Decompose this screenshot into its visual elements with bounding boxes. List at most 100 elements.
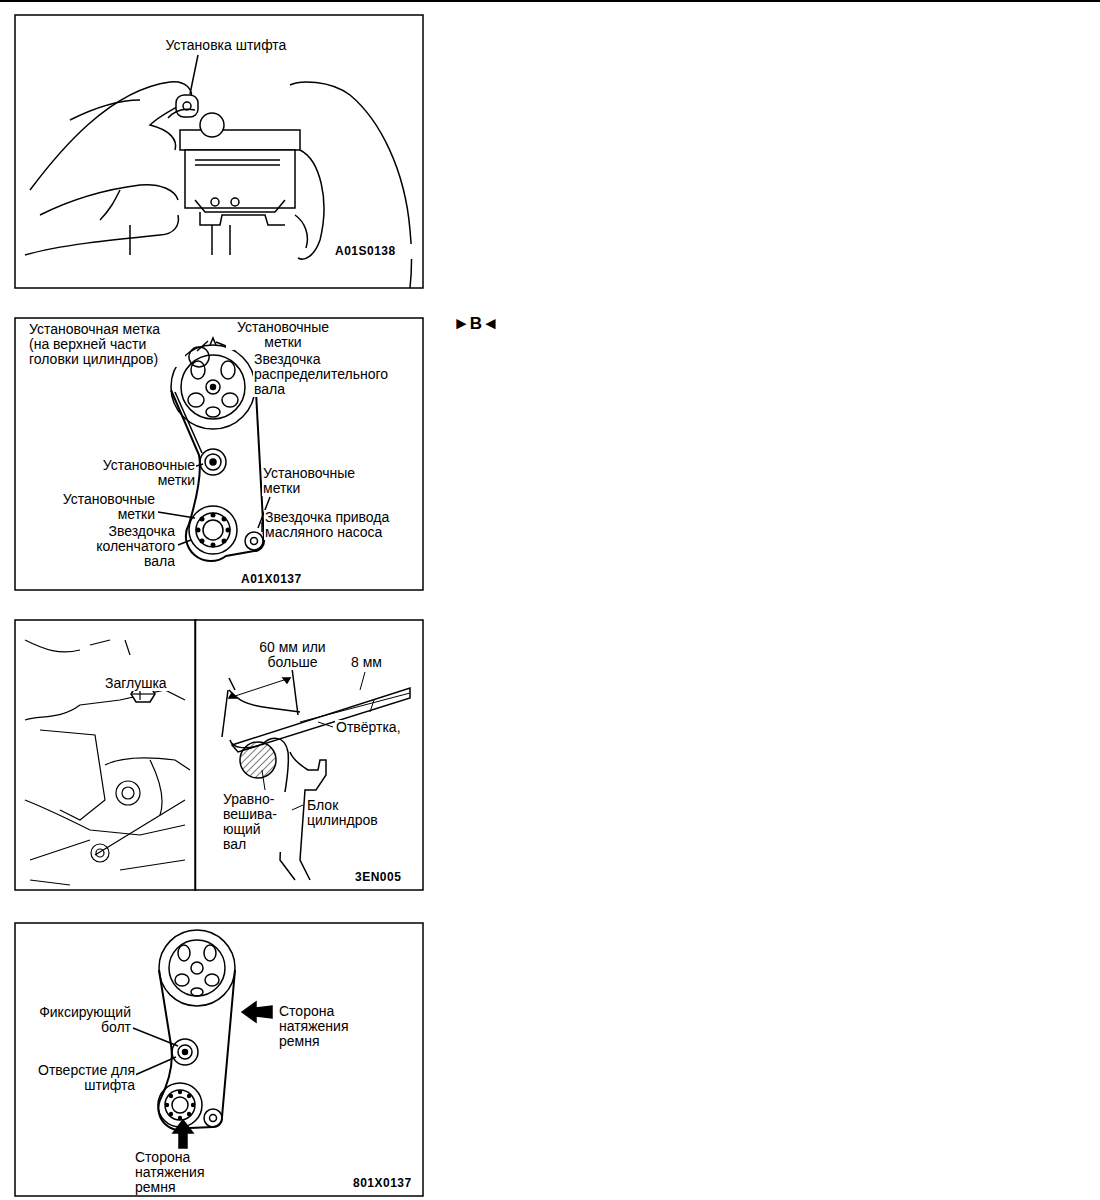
part-label: Отвёртка, (335, 720, 417, 735)
drawing-stroke (100, 190, 120, 220)
drawing-stroke (168, 109, 195, 118)
drawing-stroke (196, 528, 201, 533)
drawing-stroke (222, 539, 227, 544)
drawing-stroke (158, 970, 235, 1130)
drawing-stroke (221, 361, 235, 379)
drawing-stroke (292, 805, 303, 810)
drawing-stroke (135, 1057, 176, 1075)
drawing-stroke (200, 517, 205, 522)
drawing-stroke (116, 781, 140, 805)
part-label: Сторона натяжения ремня (134, 1150, 241, 1195)
drawing-stroke (318, 722, 333, 727)
drawing-stroke (283, 678, 290, 683)
drawing-stroke (242, 1002, 272, 1022)
engine-block-sketch (25, 640, 190, 885)
part-label: Фиксирующий болт (18, 1005, 132, 1035)
drawing-stroke (210, 338, 216, 345)
drawing-stroke (15, 923, 423, 1196)
part-label: Установочная метка (на верхней части гол… (28, 322, 185, 367)
drawing-stroke (175, 392, 202, 453)
drawing-stroke (172, 1039, 198, 1065)
figure-code: 3EN005 (354, 870, 416, 885)
drawing-stroke (206, 407, 220, 417)
drawing-stroke (197, 341, 208, 351)
part-label: Установочные метки (42, 492, 156, 522)
drawing-stroke (169, 940, 225, 996)
drawing-stroke (169, 1112, 173, 1116)
drawing-stroke (231, 198, 239, 206)
figure-code: A01S0138 (334, 244, 416, 259)
drawing-stroke (211, 198, 219, 206)
drawing-stroke (96, 849, 104, 857)
drawing-stroke (200, 539, 205, 544)
drawing-stroke (175, 974, 189, 986)
drawing-stroke (191, 988, 203, 996)
drawing-stroke (229, 678, 290, 698)
drawing-stroke (187, 1112, 191, 1116)
drawing-stroke (295, 215, 307, 248)
drawing-stroke (188, 393, 204, 407)
drawing-stroke (262, 770, 265, 790)
drawing-stroke (229, 693, 236, 698)
drawing-stroke (196, 513, 231, 548)
drawing-stroke (200, 113, 224, 137)
panel-frames (15, 15, 423, 1196)
drawing-stroke (229, 225, 231, 255)
part-label: Установка штифта (150, 38, 302, 53)
drawing-stroke (222, 393, 238, 407)
drawing-stroke (210, 1115, 217, 1122)
part-label: Отверстие для штифта (22, 1063, 136, 1093)
drawing-stroke (165, 1090, 195, 1120)
drawing-stroke (165, 1090, 195, 1120)
part-label: Сторона натяжения ремня (278, 1004, 385, 1049)
part-label: Установочные метки (262, 466, 379, 496)
drawing-stroke (203, 520, 223, 540)
part-label: Установочные метки (226, 320, 340, 350)
part-label: Установочные метки (82, 458, 196, 488)
drawing-stroke (245, 532, 263, 550)
drawing-stroke (191, 1103, 195, 1107)
drawing-stroke (205, 974, 219, 986)
drawing-stroke (211, 385, 216, 390)
drawing-stroke (40, 730, 105, 820)
part-label: Звездочка коленчатого вала (70, 524, 176, 569)
drawing-stroke (122, 787, 134, 799)
drawing-stroke (158, 512, 195, 518)
drawing-stroke (15, 620, 423, 890)
drawing-stroke (181, 1140, 183, 1146)
drawing-stroke (195, 200, 285, 212)
drawing-stroke (178, 540, 191, 545)
drawing-stroke (169, 1094, 173, 1098)
part-label: Заглушка (104, 676, 186, 691)
drawing-stroke (133, 1028, 178, 1046)
drawing-stroke (300, 693, 410, 722)
drawing-stroke (298, 150, 324, 259)
drawing-stroke (251, 538, 258, 545)
drawing-stroke (205, 454, 221, 470)
drawing-stroke (15, 15, 423, 288)
drawing-stroke (178, 945, 190, 961)
part-label: Звездочка распределительного вала (253, 352, 405, 397)
drawing-stroke (206, 380, 220, 394)
drawing-stroke (25, 215, 178, 255)
dimension-label: 8 мм (350, 655, 397, 670)
drawing-stroke (211, 225, 213, 255)
drawing-stroke (190, 55, 198, 94)
part-label: Звездочка привода масляного насоса (264, 510, 421, 540)
drawing-stroke (159, 930, 235, 1006)
drawing-stroke (25, 640, 130, 655)
drawing-stroke (194, 620, 196, 890)
drawing-stroke (181, 355, 245, 419)
drawing-stroke (195, 159, 280, 161)
drawing-stroke (25, 800, 185, 835)
drawing-stroke (131, 693, 155, 694)
drawing-stroke (178, 1045, 192, 1059)
drawing-stroke (178, 1116, 182, 1120)
drawing-stroke (292, 668, 298, 715)
drawing-stroke (240, 742, 276, 778)
part-label: Уравно- вешива- ющий вал (222, 792, 288, 852)
drawing-stroke (15, 318, 423, 590)
drawing-stroke (222, 690, 228, 737)
drawing-stroke (200, 212, 285, 225)
